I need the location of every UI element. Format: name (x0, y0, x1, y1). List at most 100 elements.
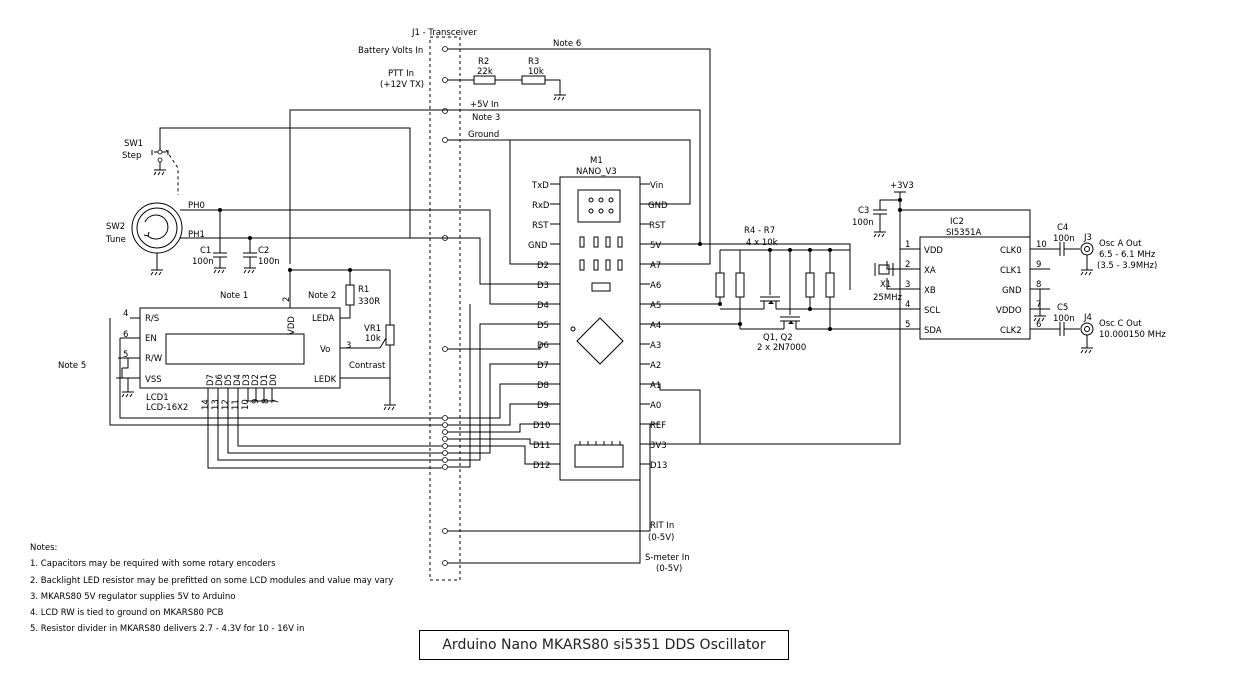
ic2-pin-clk2: CLK2 (1000, 326, 1022, 336)
fets-value: 2 x 2N7000 (757, 343, 806, 353)
smeter-in-range-label: (0-5V) (656, 564, 682, 574)
r47-value: 4 x 10k (746, 238, 778, 248)
nano-pin-a0: A0 (650, 401, 661, 411)
j3-name: Osc A Out (1099, 239, 1142, 249)
ic2-num-4: 4 (905, 300, 910, 310)
sw2-value: Tune (105, 235, 126, 245)
m1-name: NANO_V3 (576, 167, 617, 177)
c1-capacitor: C1 100n (192, 210, 227, 274)
j4-output-connector: J4 Osc C Out 10.000150 MHz (1080, 313, 1166, 354)
c4-ref: C4 (1057, 223, 1068, 233)
j3-freq: 6.5 - 6.1 MHz (1099, 250, 1156, 260)
c2-capacitor: C2 100n (243, 238, 280, 274)
note-item: 2. Backlight LED resistor may be prefitt… (30, 575, 394, 586)
nano-pin-d7: D7 (537, 361, 549, 371)
lcd-num-10: 10 (241, 399, 251, 410)
x1-ref: X1 (880, 280, 891, 290)
j3-freq-alt: (3.5 - 3.9MHz) (1097, 261, 1157, 271)
ground-label: Ground (468, 130, 499, 140)
nano-pin-a2: A2 (650, 361, 661, 371)
ic2-pin-vdd: VDD (924, 246, 943, 256)
ph0-label: PH0 (188, 201, 205, 211)
vr1-value: 10k (365, 334, 381, 344)
nano-pin-d5: D5 (537, 321, 549, 331)
lcd-pin-leda: LEDA (312, 314, 335, 324)
lcd-num-13: 13 (211, 399, 221, 410)
j3-ref: J3 (1083, 233, 1092, 243)
note2-label: Note 2 (308, 291, 336, 301)
ph1-label: PH1 (188, 230, 205, 240)
nano-pin-vin: Vin (650, 181, 663, 191)
nano-pin-rst-right: RST (649, 221, 666, 231)
sw1-ref: SW1 (124, 139, 143, 149)
note6-label: Note 6 (553, 39, 581, 49)
lcd-pin-vdd: VDD (287, 316, 297, 335)
ic2-num-2: 2 (905, 260, 910, 270)
lcd-num-14: 14 (201, 399, 211, 410)
r1-ref: R1 (358, 285, 369, 295)
x1-crystal: X1 25MHz (873, 261, 903, 303)
ic2-pin-clk1: CLK1 (1000, 266, 1022, 276)
note-item: 5. Resistor divider in MKARS80 delivers … (30, 624, 305, 635)
nano-pin-d8: D8 (537, 381, 549, 391)
ic2-pin-scl: SCL (924, 306, 940, 316)
nano-pin-a1: A1 (650, 381, 661, 391)
smeter-in-label: S-meter In (645, 553, 690, 563)
lcd-data-d1: D1 (260, 374, 270, 386)
r1-resistor: R1 330R Note 2 (290, 268, 380, 319)
nano-pin-gnd-right: GND (648, 201, 668, 211)
r1-value: 330R (358, 297, 380, 307)
c5-ref: C5 (1057, 303, 1068, 313)
lcd-num-12: 12 (221, 399, 231, 410)
lcd-data-d3: D3 (242, 374, 252, 386)
c4-capacitor: C4 100n (1050, 223, 1080, 256)
j1-connector: J1 - Transceiver (411, 28, 477, 581)
m1-ref: M1 (590, 156, 603, 166)
ptt-in-sub-label: (+12V TX) (380, 80, 424, 90)
notes-heading: Notes: (30, 543, 58, 553)
nano-pin-gnd-left: GND (528, 241, 548, 251)
lcd-pin5-num: 5 (123, 350, 128, 360)
ic2-num-7: 7 (1036, 300, 1041, 310)
note-item: 4. LCD RW is tied to ground on MKARS80 P… (30, 608, 224, 619)
c1-ref: C1 (200, 246, 211, 256)
sw1-value: Step (122, 151, 141, 161)
nano-pin-d9: D9 (537, 401, 549, 411)
nano-pin-a4: A4 (650, 321, 661, 331)
sw1-pushbutton: SW1 Step (122, 139, 179, 195)
lcd1-value: LCD-16X2 (146, 403, 188, 413)
lcd-data-d2: D2 (251, 374, 261, 386)
r2-value: 22k (477, 67, 493, 77)
nano-pin-d3: D3 (537, 281, 549, 291)
nano-pin-d6: D6 (537, 341, 549, 351)
ic2-num-5: 5 (905, 320, 910, 330)
notes-block: Notes: 1. Capacitors may be required wit… (30, 540, 393, 638)
j3-output-connector: J3 Osc A Out 6.5 - 6.1 MHz (3.5 - 3.9MHz… (1080, 233, 1157, 276)
supply-3v3-label: +3V3 (890, 181, 914, 191)
nano-pin-rxd: RxD (532, 201, 550, 211)
sw2-ref: SW2 (106, 222, 125, 232)
ic2-num-3: 3 (905, 280, 910, 290)
ic2-num-1: 1 (905, 240, 910, 250)
lcd-pin-en: EN (145, 334, 157, 344)
nano-pin-d10: D10 (533, 421, 550, 431)
c1-value: 100n (192, 257, 214, 267)
ic2-pin-gnd: GND (1002, 286, 1022, 296)
lcd-data-d0: D0 (269, 374, 279, 386)
lcd-pin-rs: R/S (145, 314, 159, 324)
battery-volts-label: Battery Volts In (358, 46, 423, 56)
vr1-ref: VR1 (364, 324, 381, 334)
note1-label: Note 1 (220, 291, 248, 301)
ic2-pin-vddo: VDDO (996, 306, 1022, 316)
c4-value: 100n (1053, 234, 1075, 244)
j4-freq: 10.000150 MHz (1099, 330, 1166, 340)
ic2-num-6: 6 (1036, 320, 1041, 330)
c5-value: 100n (1053, 314, 1075, 324)
r2-ref: R2 (478, 57, 489, 67)
ptt-in-label: PTT In (388, 69, 414, 79)
j1-terminals (442, 46, 448, 566)
nano-pin-rst-left: RST (532, 221, 549, 231)
note-item: 1. Capacitors may be required with some … (30, 559, 276, 570)
lcd-data-d7: D7 (206, 374, 216, 386)
r2-resistor (473, 75, 496, 85)
